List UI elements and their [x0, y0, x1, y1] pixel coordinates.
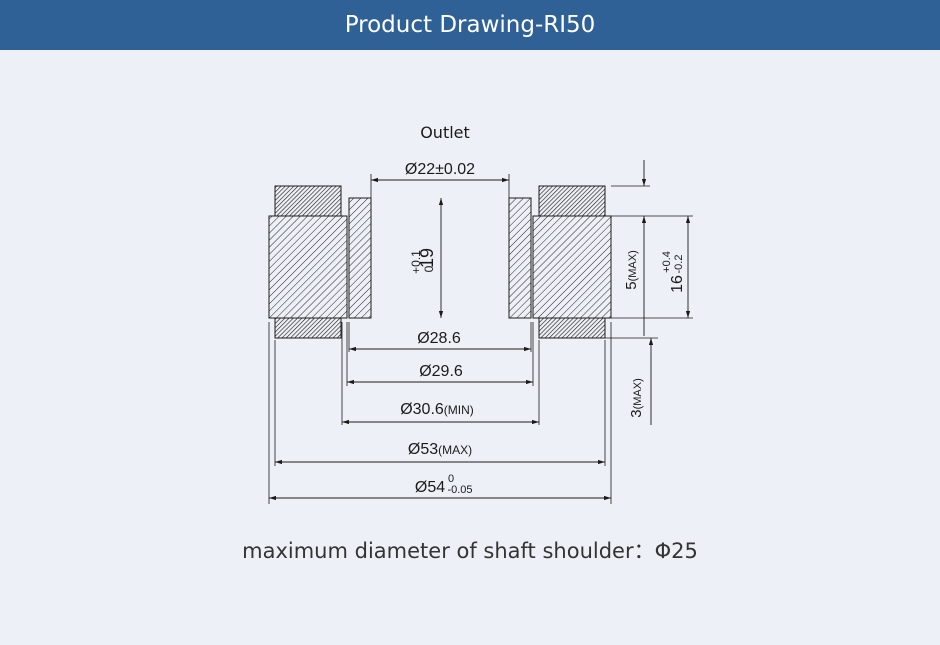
- page-title: Product Drawing-RI50: [344, 12, 596, 38]
- product-drawing: Outlet: [268, 123, 693, 504]
- dim-d54: Ø54: [415, 479, 445, 496]
- dim-height-19-sub: 0: [422, 265, 436, 272]
- dim-d53: Ø53(MAX): [408, 441, 472, 458]
- dim-h16-sub: -0.2: [673, 255, 685, 274]
- dim-h16-sup: +0.4: [661, 251, 673, 273]
- dim-d54-sub: -0.05: [447, 484, 472, 496]
- dim-h3: 3(MAX): [628, 378, 645, 418]
- dim-d22: Ø22±0.02: [405, 161, 475, 178]
- page-header: Product Drawing-RI50: [0, 0, 940, 50]
- right-outer-ring: [532, 185, 612, 339]
- dim-d28: Ø28.6: [417, 330, 461, 347]
- dim-h16: 16: [669, 275, 686, 293]
- shaft-shoulder-caption: maximum diameter of shaft shoulder：Φ25: [242, 539, 698, 563]
- dim-height-19-sup: +0.1: [409, 250, 423, 274]
- dim-d54-sup: 0: [448, 473, 454, 485]
- outlet-label: Outlet: [420, 123, 470, 142]
- left-outer-ring: [268, 185, 348, 339]
- dim-d29: Ø29.6: [419, 363, 463, 380]
- dim-d30: Ø30.6(MIN): [400, 401, 474, 418]
- inner-sleeve: [348, 197, 532, 319]
- dimension-lines: [269, 160, 691, 501]
- dim-height-19: 19: [417, 248, 437, 268]
- dim-h5: 5(MAX): [623, 250, 640, 290]
